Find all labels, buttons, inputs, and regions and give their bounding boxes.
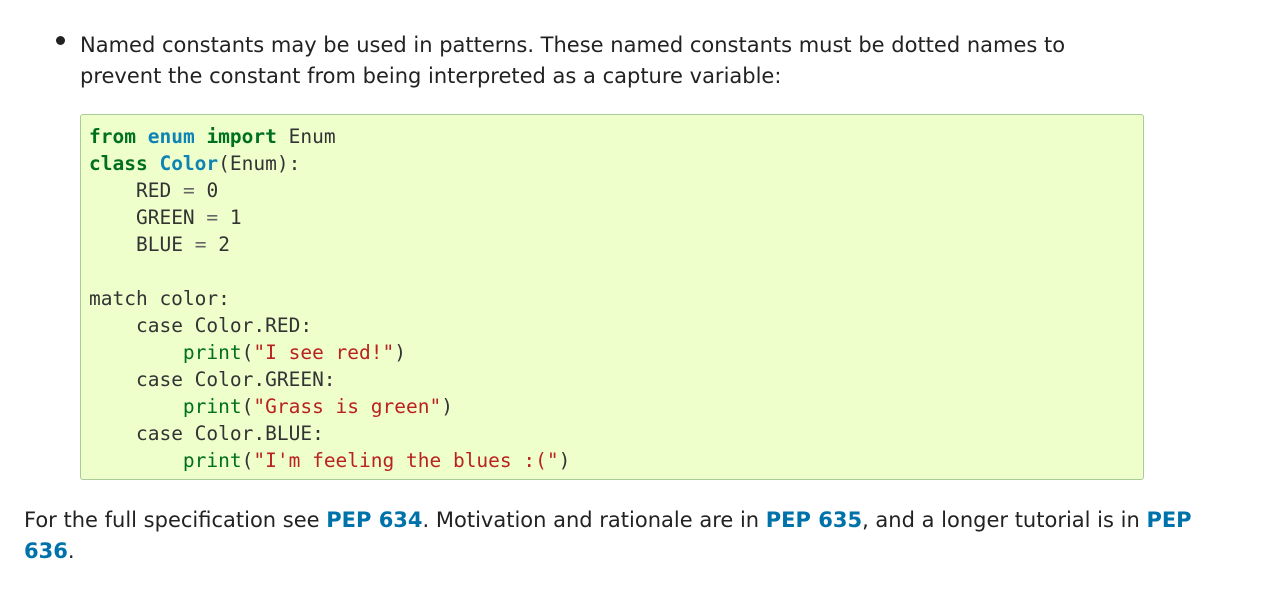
code-line-13: print("I'm feeling the blues :(") bbox=[89, 447, 1135, 474]
code-string: "Grass is green" bbox=[253, 395, 442, 418]
code-class-name: Color bbox=[159, 152, 219, 175]
code-text: case Color.GREEN: bbox=[135, 368, 336, 391]
code-punct: ) bbox=[441, 395, 453, 418]
footer-text: . bbox=[67, 539, 75, 563]
code-indent bbox=[89, 449, 183, 472]
code-indent bbox=[89, 395, 183, 418]
code-line-blank bbox=[89, 258, 1135, 285]
code-indent bbox=[89, 422, 136, 445]
code-text: case Color.RED: bbox=[135, 314, 313, 337]
code-name: Enum bbox=[288, 125, 336, 148]
code-punct: ( bbox=[241, 449, 254, 472]
code-keyword: import bbox=[206, 125, 277, 148]
code-keyword: class bbox=[89, 152, 148, 175]
code-indent bbox=[89, 206, 136, 229]
pep-635-link[interactable]: PEP 635 bbox=[765, 508, 863, 532]
footer-text: For the full specification see bbox=[24, 508, 327, 532]
code-string: "I'm feeling the blues :(" bbox=[253, 449, 559, 472]
code-operator: = bbox=[206, 206, 219, 229]
code-line-8: case Color.RED: bbox=[89, 312, 1135, 339]
code-indent bbox=[89, 233, 136, 256]
code-builtin: print bbox=[182, 395, 242, 418]
code-number: 1 bbox=[229, 206, 242, 229]
code-text: (Enum): bbox=[218, 152, 301, 175]
code-module-name: enum bbox=[147, 125, 195, 148]
code-line-12: case Color.BLUE: bbox=[89, 420, 1135, 447]
code-indent bbox=[89, 179, 136, 202]
code-builtin: print bbox=[182, 341, 242, 364]
code-name: GREEN bbox=[135, 206, 195, 229]
code-indent bbox=[89, 341, 183, 364]
code-operator: = bbox=[194, 233, 207, 256]
code-line-4: GREEN = 1 bbox=[89, 204, 1135, 231]
code-line-5: BLUE = 2 bbox=[89, 231, 1135, 258]
code-indent bbox=[89, 314, 136, 337]
code-string: "I see red!" bbox=[253, 341, 395, 364]
code-keyword: from bbox=[89, 125, 136, 148]
code-number: 2 bbox=[218, 233, 230, 256]
code-punct: ) bbox=[394, 341, 407, 364]
code-text: case Color.BLUE: bbox=[135, 422, 324, 445]
code-punct: ( bbox=[241, 395, 254, 418]
code-name: BLUE bbox=[135, 233, 183, 256]
code-line-1: from enum import Enum bbox=[89, 123, 1135, 150]
pep-634-link[interactable]: PEP 634 bbox=[326, 508, 423, 532]
code-operator: = bbox=[182, 179, 195, 202]
code-punct: ) bbox=[558, 449, 571, 472]
code-line-7: match color: bbox=[89, 285, 1135, 312]
code-punct: ( bbox=[241, 341, 254, 364]
code-line-11: print("Grass is green") bbox=[89, 393, 1135, 420]
footer-text: . Motivation and rationale are in bbox=[422, 508, 766, 532]
footer-paragraph: For the full specification see PEP 634. … bbox=[24, 505, 1204, 567]
bullet-marker bbox=[56, 36, 65, 45]
code-line-10: case Color.GREEN: bbox=[89, 366, 1135, 393]
code-builtin: print bbox=[182, 449, 242, 472]
code-name: RED bbox=[135, 179, 172, 202]
bullet-item-named-constants: Named constants may be used in patterns.… bbox=[80, 33, 1066, 88]
code-line-3: RED = 0 bbox=[89, 177, 1135, 204]
code-indent bbox=[89, 368, 136, 391]
code-line-9: print("I see red!") bbox=[89, 339, 1135, 366]
code-text: match color: bbox=[89, 287, 230, 310]
code-line-2: class Color(Enum): bbox=[89, 150, 1135, 177]
pep-636-link[interactable]: PEP 636 bbox=[24, 508, 1192, 563]
code-number: 0 bbox=[206, 179, 219, 202]
footer-text: , and a longer tutorial is in bbox=[862, 508, 1147, 532]
